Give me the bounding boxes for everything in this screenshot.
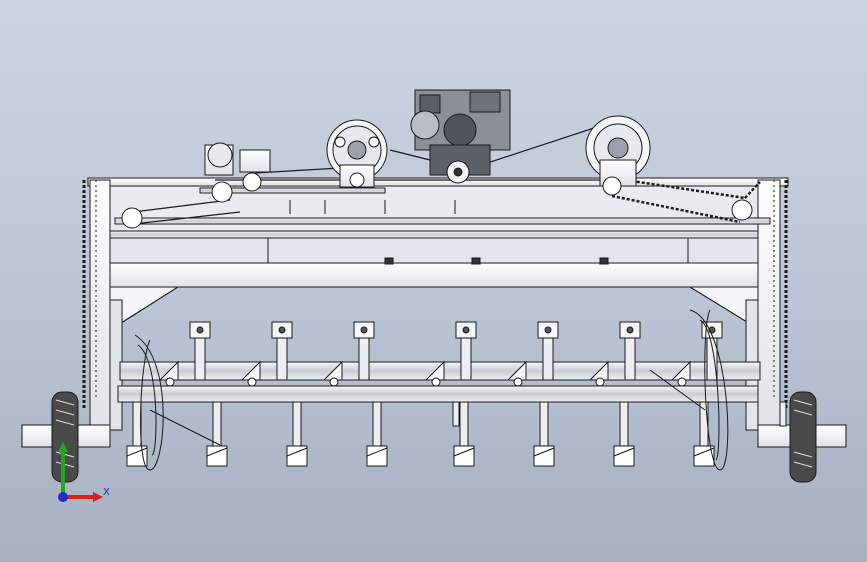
side-posts: [89, 179, 781, 431]
pulley-right: [585, 115, 651, 196]
tine: [366, 401, 460, 467]
blade-bracket: [424, 321, 477, 387]
tine: [286, 401, 380, 467]
pulley-left-assembly: [121, 142, 753, 229]
engine: [410, 89, 511, 184]
blade-bracket: [588, 321, 641, 387]
spiral-flight-left: [134, 334, 221, 471]
blade-bracket: [240, 321, 293, 387]
base-feet: [21, 424, 847, 448]
side-chains: [82, 180, 788, 410]
tine: [453, 401, 547, 467]
drive-rails: [114, 187, 771, 225]
tine: [533, 401, 627, 467]
spiral-flight-right: [649, 309, 729, 471]
pulley-center: [326, 119, 388, 188]
x-axis-label: X: [103, 487, 110, 498]
coordinate-triad: [58, 442, 103, 502]
wheel-left: [51, 391, 79, 483]
lower-shaft: [117, 385, 759, 403]
upper-frame: [87, 177, 789, 288]
tine: [206, 401, 300, 467]
blade-bracket: [506, 321, 559, 387]
tine: [613, 401, 707, 467]
tine: [693, 401, 787, 467]
wheel-right: [789, 391, 817, 483]
blade-bracket: [158, 321, 211, 387]
lower-tine-group: [126, 401, 787, 467]
blade-bracket: [322, 321, 375, 387]
frame-bolts: [289, 200, 456, 214]
